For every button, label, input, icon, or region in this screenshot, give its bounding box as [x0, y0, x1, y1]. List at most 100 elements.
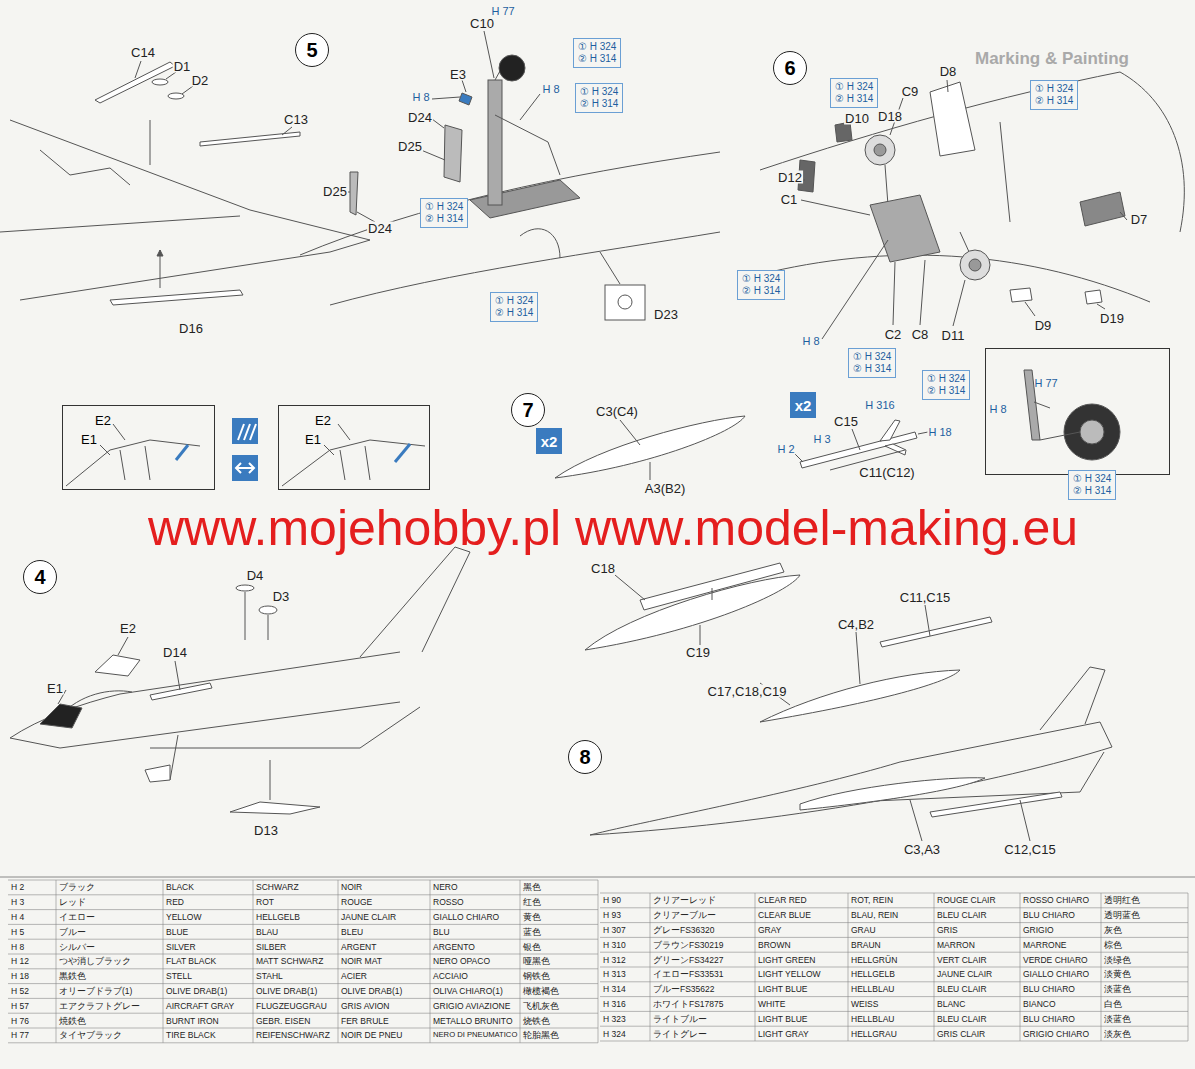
- table-cell: ライトブルー: [653, 1015, 707, 1024]
- table-cell: ブラック: [59, 883, 95, 892]
- table-cell: WEISS: [851, 1000, 878, 1009]
- table-cell: NOIR DE PNEU: [341, 1031, 402, 1040]
- table-rule: [8, 968, 598, 969]
- table-cell: ROSSO: [433, 898, 464, 907]
- paint-code: ② H 314: [425, 213, 463, 225]
- table-cell: BURNT IRON: [166, 1016, 219, 1025]
- table-cell: ARGENTO: [433, 942, 475, 951]
- table-cell: H 3: [11, 898, 24, 907]
- table-cell: H 323: [603, 1015, 626, 1024]
- table-cell: OLIVE DRAB(1): [256, 987, 317, 996]
- paint-code: H 8: [411, 92, 430, 103]
- table-cell: 黄色: [523, 913, 541, 922]
- table-cell: ROUGE CLAIR: [937, 896, 996, 905]
- paint-code: H 3: [812, 434, 831, 445]
- table-cell: 淡灰色: [1104, 1029, 1131, 1038]
- paint-callout: ① H 324② H 314: [490, 292, 538, 322]
- table-rule: [520, 880, 521, 1043]
- paint-code: ② H 314: [578, 53, 616, 65]
- detail-inset: E2E1: [62, 405, 215, 490]
- table-cell: 黒鉄色: [59, 972, 86, 981]
- table-rule: [600, 981, 1188, 982]
- table-cell: 淡蓝色: [1104, 985, 1131, 994]
- table-cell: H 93: [603, 911, 621, 920]
- part-number: C11(C12): [858, 466, 915, 479]
- part-number: D24: [367, 222, 393, 235]
- table-cell: STAHL: [256, 972, 283, 981]
- part-number: D4: [246, 569, 265, 582]
- step-number: 6: [773, 51, 807, 85]
- table-rule: [600, 996, 1188, 997]
- table-cell: MARRON: [937, 941, 975, 950]
- table-rule: [755, 893, 756, 1041]
- table-cell: BLU CHIARO: [1023, 911, 1075, 920]
- table-cell: RED: [166, 898, 184, 907]
- part-number: C18: [590, 562, 616, 575]
- part-number: C15: [833, 415, 859, 428]
- table-cell: ブラウンFS30219: [653, 941, 724, 950]
- step-number: 7: [511, 393, 545, 427]
- table-cell: BLEU CLAIR: [937, 985, 987, 994]
- step-label: 5: [306, 39, 317, 62]
- paint-code: ② H 314: [580, 98, 618, 110]
- table-cell: CLEAR RED: [758, 896, 807, 905]
- paint-code: H 8: [541, 84, 560, 95]
- table-cell: 焼鉄色: [59, 1016, 86, 1025]
- table-rule: [600, 1041, 1188, 1042]
- paint-callout: ① H 324② H 314: [848, 348, 896, 378]
- table-cell: H 8: [11, 942, 24, 951]
- watermark: www.mojehobby.pl www.model-making.eu: [148, 503, 1078, 553]
- paint-code: ② H 314: [1073, 485, 1111, 497]
- table-cell: OLIVE DRAB(1): [341, 987, 402, 996]
- table-cell: BLACK: [166, 883, 194, 892]
- table-cell: レッド: [59, 898, 86, 907]
- part-number: D19: [1099, 312, 1125, 325]
- paint-callout: ① H 324② H 314: [1030, 80, 1078, 110]
- table-cell: H 77: [11, 1031, 29, 1040]
- part-number: D14: [162, 646, 188, 659]
- section-heading: Marking & Painting: [975, 50, 1129, 67]
- table-rule: [1020, 893, 1021, 1041]
- part-number: C1: [780, 193, 799, 206]
- paint-callout: ① H 324② H 314: [737, 270, 785, 300]
- table-cell: H 324: [603, 1029, 626, 1038]
- step-label: 8: [579, 746, 590, 769]
- table-cell: BLU: [433, 928, 450, 937]
- part-number: D11: [941, 329, 966, 342]
- part-number: E2: [119, 622, 137, 635]
- table-cell: ライトグレー: [653, 1029, 707, 1038]
- table-rule: [430, 880, 431, 1043]
- table-cell: JAUNE CLAIR: [937, 970, 992, 979]
- table-cell: ROT, REIN: [851, 896, 893, 905]
- table-cell: 橄榄褐色: [523, 987, 559, 996]
- table-cell: H 18: [11, 972, 29, 981]
- table-cell: NOIR MAT: [341, 957, 382, 966]
- table-cell: ACIER: [341, 972, 367, 981]
- table-cell: 淡黄色: [1104, 970, 1131, 979]
- table-cell: 蓝色: [523, 928, 541, 937]
- part-number: C2: [884, 328, 903, 341]
- table-cell: BIANCO: [1023, 1000, 1056, 1009]
- table-cell: FLUGZEUGGRAU: [256, 1002, 327, 1011]
- table-cell: SCHWARZ: [256, 883, 299, 892]
- table-cell: LIGHT BLUE: [758, 1015, 807, 1024]
- step-number: 4: [23, 560, 57, 594]
- part-number: C14: [130, 46, 156, 59]
- table-cell: SILBER: [256, 942, 286, 951]
- table-cell: GRIGIO CHIARO: [1023, 1029, 1089, 1038]
- part-number: D13: [253, 824, 279, 837]
- part-number: C10: [469, 17, 495, 30]
- part-number: E3: [449, 68, 467, 81]
- table-cell: GRIS: [937, 926, 958, 935]
- table-cell: 灰色: [1104, 926, 1122, 935]
- table-rule: [600, 952, 1188, 953]
- table-rule: [8, 880, 598, 881]
- part-number: E2: [315, 414, 331, 427]
- table-cell: NOIR: [341, 883, 362, 892]
- table-cell: NERO: [433, 883, 458, 892]
- table-cell: H 52: [11, 987, 29, 996]
- paint-code: ② H 314: [853, 363, 891, 375]
- table-cell: JAUNE CLAIR: [341, 913, 396, 922]
- part-number: D23: [653, 308, 679, 321]
